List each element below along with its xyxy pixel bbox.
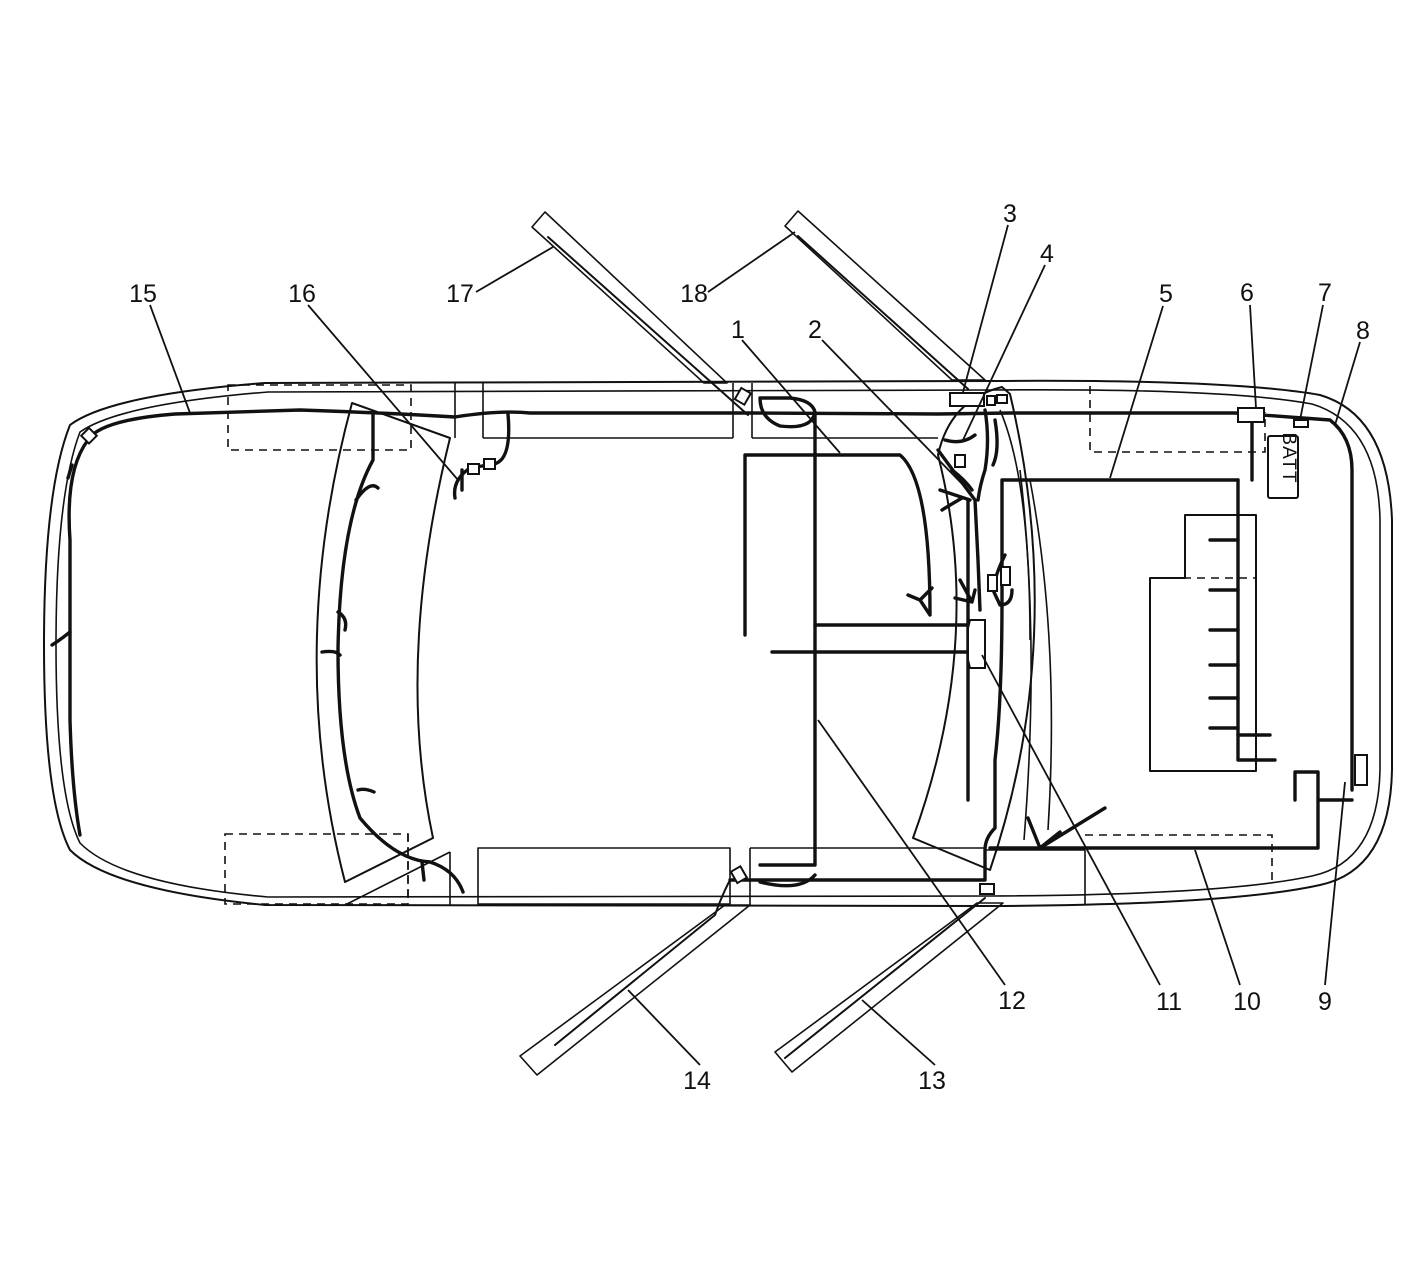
callout-16: 16 [288,280,316,308]
callout-labels: 1 2 3 4 5 6 7 8 9 10 11 12 13 14 15 16 1… [129,200,1370,1095]
front-arrow [1026,806,1107,850]
leader-lines [149,224,1361,1066]
callout-13: 13 [918,1067,946,1095]
callout-3: 3 [1003,200,1017,228]
callout-18: 18 [680,280,708,308]
callout-8: 8 [1356,317,1370,345]
rear-lamp-harness [67,438,90,837]
callout-10: 10 [1233,988,1261,1016]
body-harness-lower [728,478,1240,882]
callout-4: 4 [1040,240,1054,268]
callout-1: 1 [731,316,745,344]
center-console-harness [758,413,817,867]
rear-window-branch-4 [356,787,376,794]
left-door-jumper [758,396,817,429]
engine-harness-branches [1208,538,1272,737]
connectors [79,386,1368,895]
callout-9: 9 [1318,988,1332,1016]
rear-right-door [774,897,1004,1073]
ip-branch-5 [943,433,977,444]
front-left-door [531,211,749,416]
callout-14: 14 [683,1067,711,1095]
ip-branch-4 [991,418,999,467]
ip-arrow-upper [906,586,934,617]
rear-window-branch-1 [354,484,380,502]
callout-11: 11 [1156,988,1182,1016]
ip-branch-1 [938,488,972,502]
ip-arrow-lower [953,578,977,604]
rear-window [315,402,451,883]
callout-6: 6 [1240,279,1254,307]
windshield [912,386,1036,871]
battery: BATT [1267,432,1299,499]
callout-17: 17 [446,280,474,308]
car-body-outline [43,379,1393,907]
ip-branch-7 [991,553,1014,607]
callout-12: 12 [998,987,1026,1015]
callout-5: 5 [1159,280,1173,308]
rear-left-door [519,879,751,1076]
engine-harness [1236,478,1277,762]
rear-shelf-harness [452,412,511,500]
body-control-module [967,619,986,669]
battery-label: BATT [1278,432,1299,483]
rear-window-branch-3 [320,649,342,657]
callout-7: 7 [1318,279,1332,307]
callout-15: 15 [129,280,157,308]
rear-harness-branch-1 [66,463,74,480]
engine-block-outline [1149,514,1257,772]
ip-branch-6 [940,496,964,512]
rear-door-jumper [758,873,817,888]
rear-harness-branch-2 [50,630,72,647]
rear-window-branch-5 [420,860,426,882]
rear-window-branch-2 [336,610,348,632]
callout-2: 2 [808,316,822,344]
dashed-reference-boxes [224,384,1273,905]
ip-branch-3 [976,408,990,502]
body-structure-lines [344,383,1086,906]
front-right-door [784,210,986,390]
ip-branch-2 [950,468,974,492]
floor-harness [743,453,932,637]
front-right-harness [988,770,1354,850]
body-harness-upper [86,408,1354,792]
rear-window-harness [336,413,465,894]
